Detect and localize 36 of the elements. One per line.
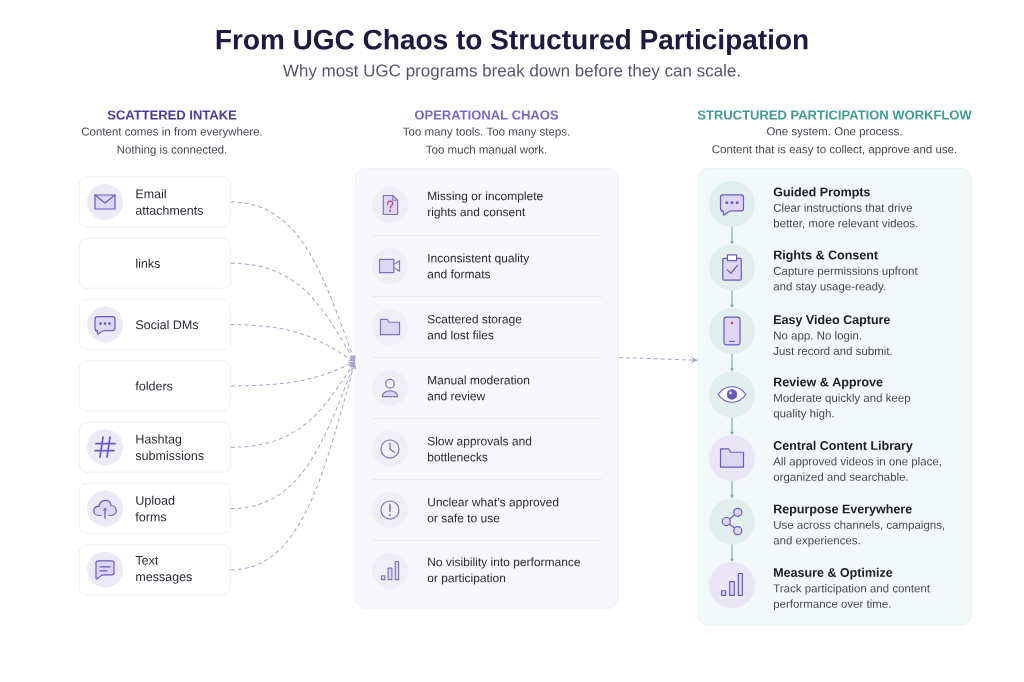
step-text: Review & Approve Moderate quickly and keep quality high. <box>773 377 911 420</box>
arrow <box>730 417 734 435</box>
arrow <box>730 353 734 372</box>
step-text: Repurpose Everywhere Use across channels, campaigns, and experiences. <box>773 504 945 547</box>
arrow <box>730 226 734 245</box>
column-heading: STRUCTURED PARTICIPATION WORKFLOW <box>697 110 972 120</box>
arrow <box>730 480 734 499</box>
column-subtitle: One system. One process. Content that is easy to collect, approve and use. <box>712 127 957 156</box>
arrow <box>730 290 734 308</box>
column-subtitle: Content comes in from everywhere. Nothing is connected. <box>81 127 262 156</box>
dashed-arrow <box>230 262 355 362</box>
column-heading: OPERATIONAL CHAOS <box>414 110 559 120</box>
arrow <box>730 544 734 562</box>
step-text: Easy Video Capture No app. No login. Just record and submit. <box>773 314 892 356</box>
title: From UGC Chaos to Structured Participation <box>216 28 808 56</box>
source-card: folders <box>79 360 231 412</box>
dashed-arrow <box>230 362 355 448</box>
item-text: Slow approvals and bottlenecks <box>427 436 532 462</box>
item-text: Manual moderation and review <box>427 375 530 401</box>
dashed-arrow <box>230 361 355 387</box>
item-text: Missing or incomplete rights and consent <box>428 191 543 219</box>
item-text: Inconsistent quality and formats <box>427 253 530 279</box>
dashed-arrow <box>230 324 355 362</box>
item-text: Scattered storage and lost files <box>427 314 522 340</box>
column-heading: SCATTERED INTAKE <box>107 110 237 120</box>
item-text: Unclear what’s approved or safe to use <box>427 497 559 523</box>
step-text: Measure & Optimize Track participation and content performance over time. <box>773 567 930 611</box>
subtitle: Why most UGC programs break down before they can scale. <box>282 64 740 80</box>
source-card: links <box>79 237 231 289</box>
dashed-arrow <box>618 357 698 363</box>
step-text: Central Content Library All approved videos in one place, organized and searchable. <box>773 440 941 484</box>
dashed-arrow <box>230 362 356 571</box>
item-text: No visibility into performance or participation <box>427 557 581 585</box>
column-subtitle: Too many tools. Too many steps. Too much manual work. <box>403 127 570 154</box>
step-text: Rights & Consent Capture permissions upfront and stay usage-ready. <box>773 250 918 293</box>
step-text: Guided Prompts Clear instructions that drive better, more relevant videos. <box>773 187 918 229</box>
